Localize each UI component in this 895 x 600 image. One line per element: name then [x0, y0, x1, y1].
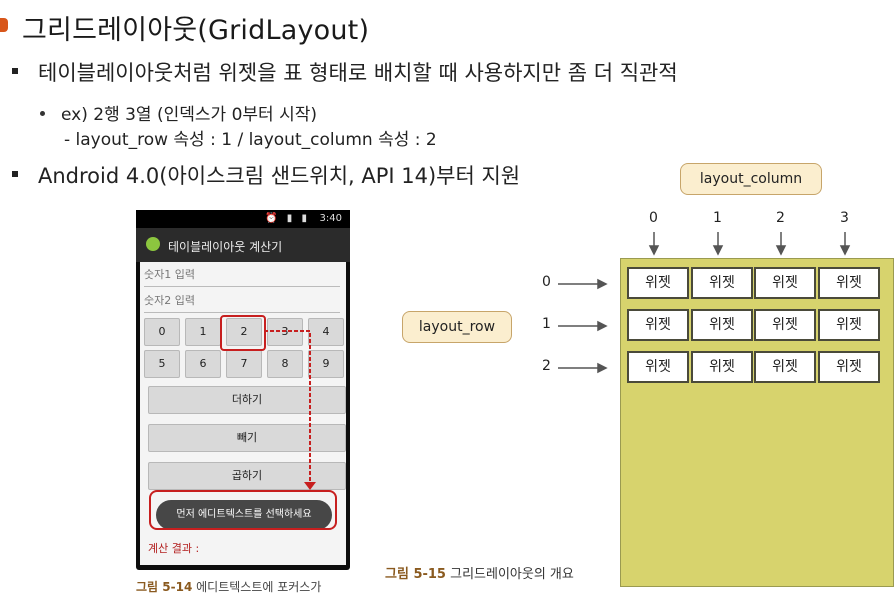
widget-cell: 위젯 [691, 351, 753, 383]
status-time: 3:40 [319, 213, 342, 224]
subtract-button[interactable]: 빼기 [148, 424, 346, 452]
row-index-0: 0 [542, 274, 551, 290]
widget-cell: 위젯 [818, 309, 880, 341]
widget-cell: 위젯 [818, 351, 880, 383]
bullet-2-text: ex) 2행 3열 (인덱스가 0부터 시작) [61, 105, 317, 125]
column-index-3: 3 [840, 210, 849, 226]
grid-panel: 위젯 위젯 위젯 위젯 위젯 위젯 위젯 위젯 위젯 위젯 위젯 위젯 [620, 258, 894, 587]
column-index-1: 1 [713, 210, 722, 226]
multiply-button[interactable]: 곱하기 [148, 462, 346, 490]
title-accent-mark [0, 18, 8, 32]
add-button[interactable]: 더하기 [148, 386, 346, 414]
key-6[interactable]: 6 [185, 350, 221, 378]
bullet-1: 테이블레이아웃처럼 위젯을 표 형태로 배치할 때 사용하지만 좀 더 직관적 [12, 57, 678, 87]
widget-cell: 위젯 [818, 267, 880, 299]
layout-column-label: layout_column [680, 163, 822, 195]
key-9[interactable]: 9 [308, 350, 344, 378]
android-icon [146, 237, 160, 251]
status-icons: ⏰ ▮ ▮ [265, 213, 310, 224]
figure-15-number: 그림 5-15 [385, 567, 446, 582]
key-4[interactable]: 4 [308, 318, 344, 346]
slide-title: 그리드레이아웃(GridLayout) [22, 15, 370, 46]
phone-figure: ⏰ ▮ ▮ 3:40 테이블레이아웃 계산기 숫자1 입력 숫자2 입력 0 1… [136, 210, 350, 570]
key-1[interactable]: 1 [185, 318, 221, 346]
number2-field[interactable]: 숫자2 입력 [144, 292, 340, 313]
key-0[interactable]: 0 [144, 318, 180, 346]
figure-14-number: 그림 5-14 [136, 580, 193, 594]
toast-highlight [149, 490, 337, 530]
figure-14-caption: 그림 5-14 에디트텍스트에 포커스가 [136, 578, 321, 595]
layout-row-label: layout_row [402, 311, 512, 343]
row-index-2: 2 [542, 358, 551, 374]
bullet-1-text: 테이블레이아웃처럼 위젯을 표 형태로 배치할 때 사용하지만 좀 더 직관적 [38, 61, 678, 85]
key-2[interactable]: 2 [226, 318, 262, 346]
bullet-4-text: Android 4.0(아이스크림 샌드위치, API 14)부터 지원 [38, 164, 521, 188]
app-title: 테이블레이아웃 계산기 [168, 240, 283, 254]
widget-cell: 위젯 [754, 351, 816, 383]
phone-screen: 숫자1 입력 숫자2 입력 0 1 2 3 4 5 6 7 8 9 더하기 빼기… [140, 262, 346, 565]
column-index-2: 2 [776, 210, 785, 226]
widget-cell: 위젯 [754, 267, 816, 299]
app-bar: 테이블레이아웃 계산기 [136, 228, 350, 262]
figure-15-caption: 그림 5-15 그리드레이아웃의 개요 [385, 563, 574, 582]
bullet-2: ex) 2행 3열 (인덱스가 0부터 시작) [40, 100, 317, 125]
square-bullet-icon [12, 171, 18, 177]
widget-cell: 위젯 [754, 309, 816, 341]
row-index-1: 1 [542, 316, 551, 332]
key-8[interactable]: 8 [267, 350, 303, 378]
key-2-highlight [220, 315, 266, 351]
column-index-0: 0 [649, 210, 658, 226]
bullet-4: Android 4.0(아이스크림 샌드위치, API 14)부터 지원 [12, 160, 520, 190]
widget-cell: 위젯 [691, 267, 753, 299]
square-bullet-icon [12, 68, 18, 74]
bullet-3-text: - layout_row 속성 : 1 / layout_column 속성 :… [64, 130, 437, 150]
number1-field[interactable]: 숫자1 입력 [144, 266, 340, 287]
status-bar: ⏰ ▮ ▮ 3:40 [136, 210, 350, 228]
result-label: 계산 결과 : [148, 542, 200, 555]
widget-cell: 위젯 [627, 309, 689, 341]
widget-cell: 위젯 [627, 267, 689, 299]
widget-cell: 위젯 [691, 309, 753, 341]
dot-bullet-icon [40, 110, 45, 116]
figure-15-text: 그리드레이아웃의 개요 [450, 567, 574, 582]
widget-cell: 위젯 [627, 351, 689, 383]
figure-14-text: 에디트텍스트에 포커스가 [196, 580, 322, 594]
toast-message: 먼저 에디트텍스트를 선택하세요 [156, 500, 332, 530]
key-5[interactable]: 5 [144, 350, 180, 378]
